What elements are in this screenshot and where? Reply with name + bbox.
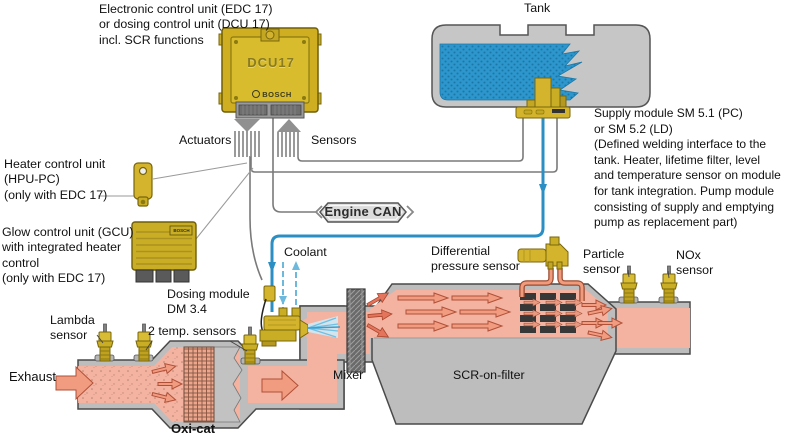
engine-can-wire <box>272 116 316 213</box>
actuators-bundle <box>234 119 260 157</box>
coolant-lines <box>279 261 300 314</box>
coolant-in-arrow <box>279 296 287 305</box>
ecu-box <box>218 27 322 119</box>
oxicat-cutaway <box>213 346 243 423</box>
mixer-disc <box>346 288 366 373</box>
engine-can-badge <box>314 202 415 223</box>
ecu-connector <box>235 101 305 119</box>
wiring-harness <box>98 116 558 281</box>
down-arrow-icon <box>234 119 260 132</box>
sensors-bundle <box>277 119 301 157</box>
diff-pressure-sensor <box>517 236 585 301</box>
urea-spray-icon <box>307 316 341 338</box>
sensor-wire-to-supply <box>297 117 524 162</box>
heater-control-unit <box>133 162 153 207</box>
tank-liquid <box>439 43 583 101</box>
mid-pipe-arrow <box>261 369 299 402</box>
oxicat-matrix <box>183 346 215 423</box>
exhaust-arrows <box>55 360 299 406</box>
exhaust-system <box>55 283 691 429</box>
urea-line-connector <box>263 285 276 302</box>
ecu-top-emblem <box>260 28 280 42</box>
supply-module <box>515 77 571 119</box>
leader-lines <box>96 269 670 352</box>
dosing-module <box>259 307 309 347</box>
urea-tank <box>431 24 651 119</box>
exhaust-entry-arrow <box>55 365 94 401</box>
glow-control-unit <box>131 221 197 283</box>
hpu-connection-line <box>152 162 248 180</box>
gcu-connection-line <box>195 167 254 240</box>
actuator-wire-to-supply <box>250 117 558 173</box>
dosing-nozzle <box>299 319 309 339</box>
up-arrow-icon <box>277 119 301 132</box>
pipe-sensors <box>94 265 679 365</box>
urea-flow-arrow-1 <box>539 184 547 195</box>
filter-pass-arrows <box>523 298 583 329</box>
coolant-out-arrow <box>292 261 300 270</box>
scr-filter-blocks <box>520 293 576 333</box>
urea-flow-arrow-2 <box>268 262 276 273</box>
dosing-wire <box>249 156 263 281</box>
